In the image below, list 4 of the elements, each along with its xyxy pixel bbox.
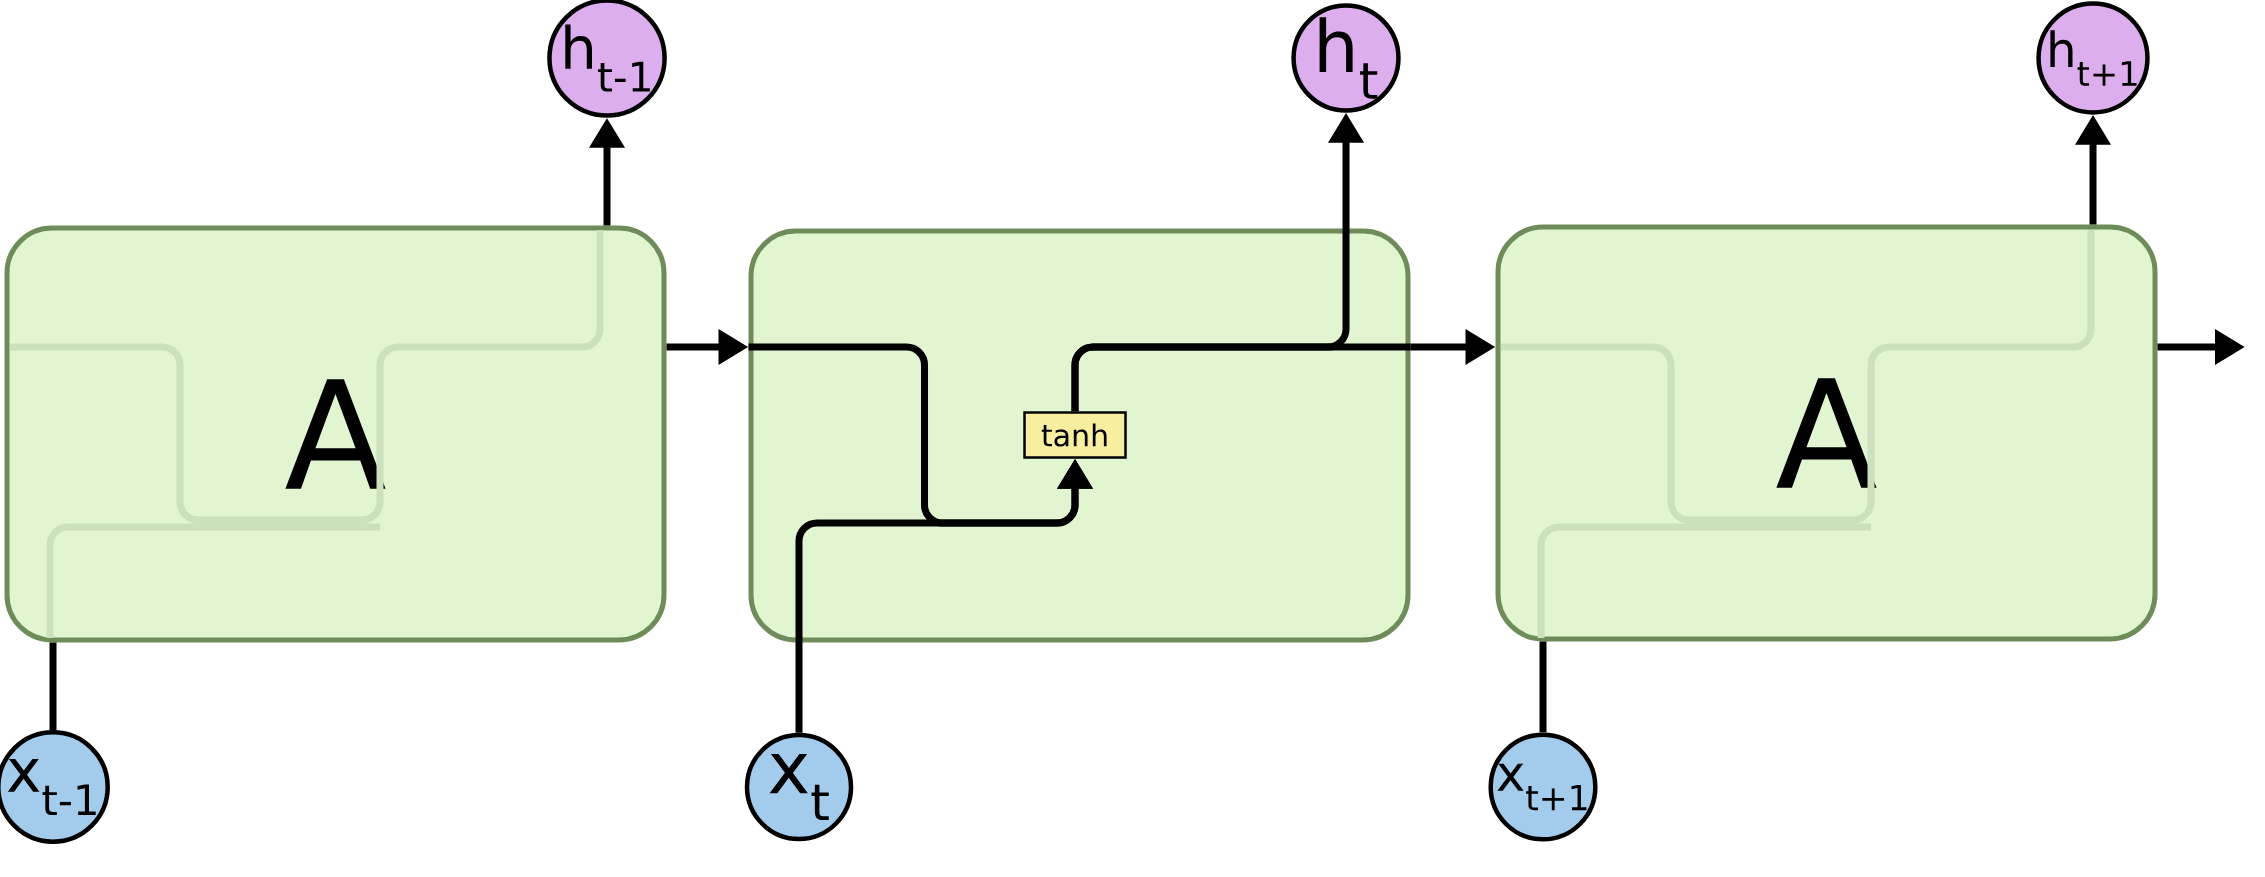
cell-box: A [1495, 224, 2158, 642]
cell-box: A [4, 225, 667, 643]
cell-box [748, 228, 1411, 643]
function-box: tanh [1023, 411, 1127, 459]
